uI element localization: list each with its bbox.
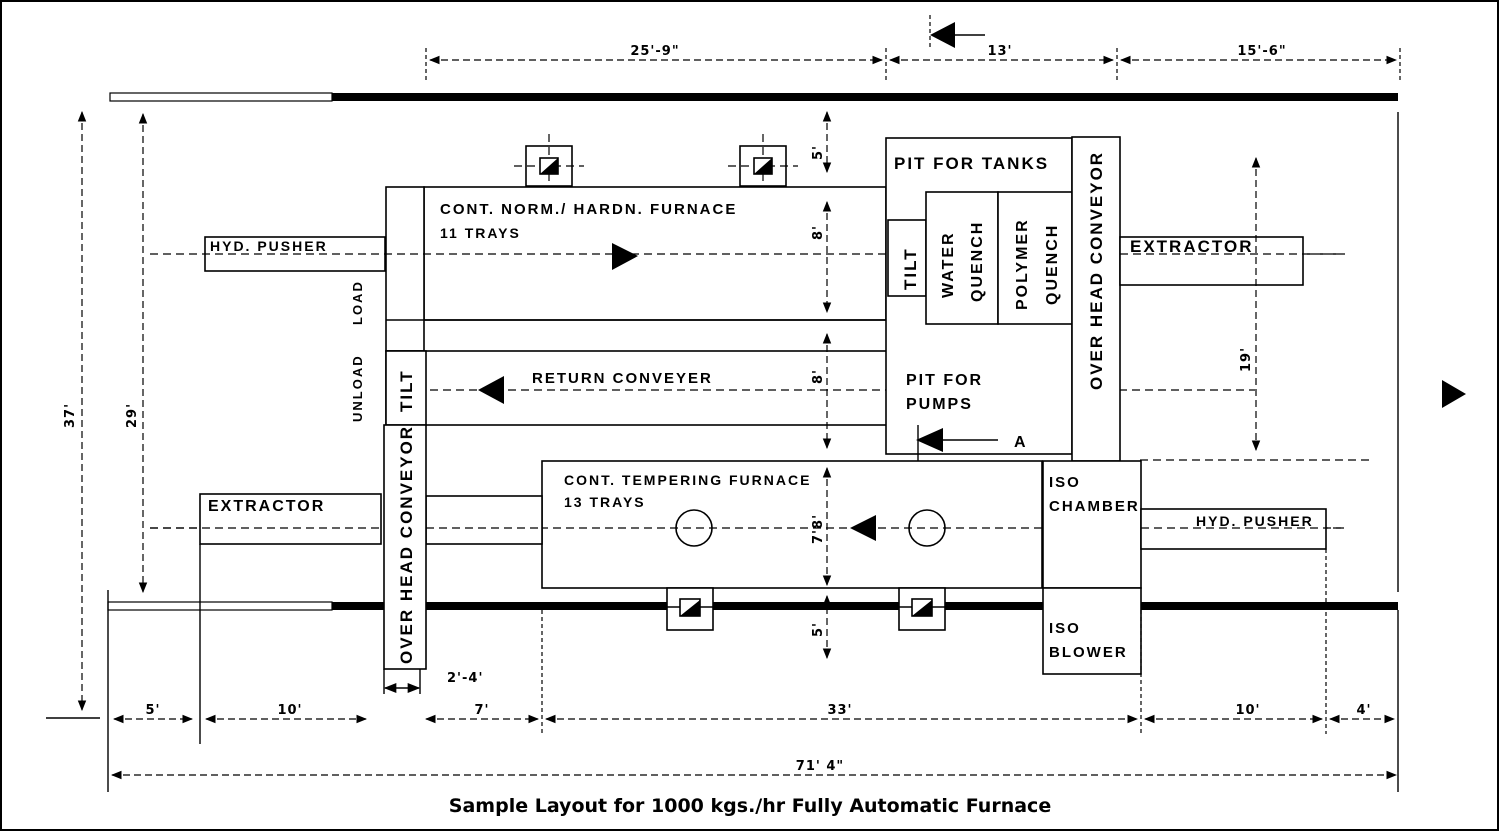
exit-arrow-icon [1442, 380, 1466, 408]
section-a-label: A [1014, 434, 1028, 451]
dim-total: 71' 4" [796, 759, 844, 774]
pit-pumps-label-2: PUMPS [906, 396, 973, 413]
dim-b-7: 7' [474, 703, 489, 718]
main-furnace-label: CONT. NORM./ HARDN. FURNACE [440, 201, 737, 218]
extractor-right [1119, 236, 1304, 286]
overhead-left-label: OVER HEAD CONVEYOR [397, 425, 416, 664]
return-conveyer-label: RETURN CONVEYER [532, 370, 713, 387]
water-quench [925, 191, 999, 325]
water-quench-label-2: QUENCH [969, 221, 986, 302]
overhead-right-label: OVER HEAD CONVEYOR [1087, 151, 1106, 390]
pit-tanks-label: PIT FOR TANKS [894, 154, 1049, 173]
burner-top-2 [728, 134, 798, 198]
tempering-trays-label: 13 TRAYS [564, 494, 646, 510]
iso-chamber-label-2: CHAMBER [1049, 498, 1140, 515]
iso-blower-label-2: BLOWER [1049, 644, 1128, 661]
wall-top [332, 93, 1398, 101]
hyd-pusher-left-label: HYD. PUSHER [210, 238, 328, 254]
dim-v-5-bottom: 5' [811, 622, 826, 637]
dim-top-b: 13' [987, 44, 1012, 59]
iso-chamber-label-1: ISO [1049, 474, 1081, 491]
extractor-right-label: EXTRACTOR [1130, 237, 1253, 256]
polymer-quench-label-1: POLYMER [1014, 218, 1031, 310]
burner-bottom-1 [654, 587, 726, 631]
tempering-furnace [541, 460, 1043, 589]
tilt-upper-label: TILT [901, 247, 920, 290]
tempering-furnace-label: CONT. TEMPERING FURNACE [564, 472, 811, 488]
iso-blower-label-1: ISO [1049, 620, 1081, 637]
overhead-conveyor-left [383, 424, 427, 670]
hyd-pusher-right-label: HYD. PUSHER [1196, 513, 1314, 529]
wall-top-open-segment [109, 92, 333, 102]
dim-v-19: 19' [1239, 347, 1254, 372]
fan-circle-left [675, 509, 713, 547]
dim-top-c: 15'-6" [1237, 44, 1286, 59]
water-quench-label-1: WATER [940, 231, 957, 298]
flow-right-arrow-icon [612, 243, 638, 270]
dim-top-a: 25'-9" [630, 44, 679, 59]
wall-bottom-open-segment [107, 601, 333, 611]
dim-v-8-upper: 8' [811, 225, 826, 240]
main-trays-label: 11 TRAYS [440, 225, 521, 241]
polymer-quench-label-2: QUENCH [1044, 224, 1061, 305]
dim-b-10-left: 10' [277, 703, 302, 718]
tempering-entry [425, 495, 543, 545]
unload-label: UNLOAD [350, 354, 365, 422]
section-arrow-top-icon [930, 22, 955, 48]
pit-pumps-label-1: PIT FOR [906, 372, 983, 389]
wall-bottom [332, 602, 1398, 610]
dim-b-33: 33' [827, 703, 852, 718]
tilt-upper [887, 219, 927, 297]
dim-v-29: 29' [125, 403, 140, 428]
dim-v-7-8: 7'8' [811, 514, 826, 544]
dim-v-8-mid: 8' [811, 369, 826, 384]
dim-v-37: 37' [63, 403, 78, 428]
fan-circle-right [908, 509, 946, 547]
hyd-pusher-right [1140, 508, 1327, 550]
dim-v-5-top: 5' [811, 145, 826, 160]
tempering-flow-arrow-icon [850, 515, 876, 541]
caption: Sample Layout for 1000 kgs./hr Fully Aut… [449, 795, 1051, 817]
section-a-arrow-icon [916, 428, 943, 452]
dim-b-10-right: 10' [1235, 703, 1260, 718]
dim-b-2-4: 2'-4' [447, 671, 483, 686]
dim-b-4: 4' [1356, 703, 1371, 718]
extractor-left-label: EXTRACTOR [208, 498, 325, 515]
dim-b-5: 5' [145, 703, 160, 718]
flow-left-arrow-icon [478, 376, 504, 404]
load-label: LOAD [350, 280, 365, 325]
iso-chamber [1042, 460, 1142, 589]
tilt-left-label: TILT [397, 369, 416, 412]
load-station [385, 186, 425, 352]
burner-bottom-2 [886, 587, 958, 631]
extractor-left [199, 493, 382, 545]
